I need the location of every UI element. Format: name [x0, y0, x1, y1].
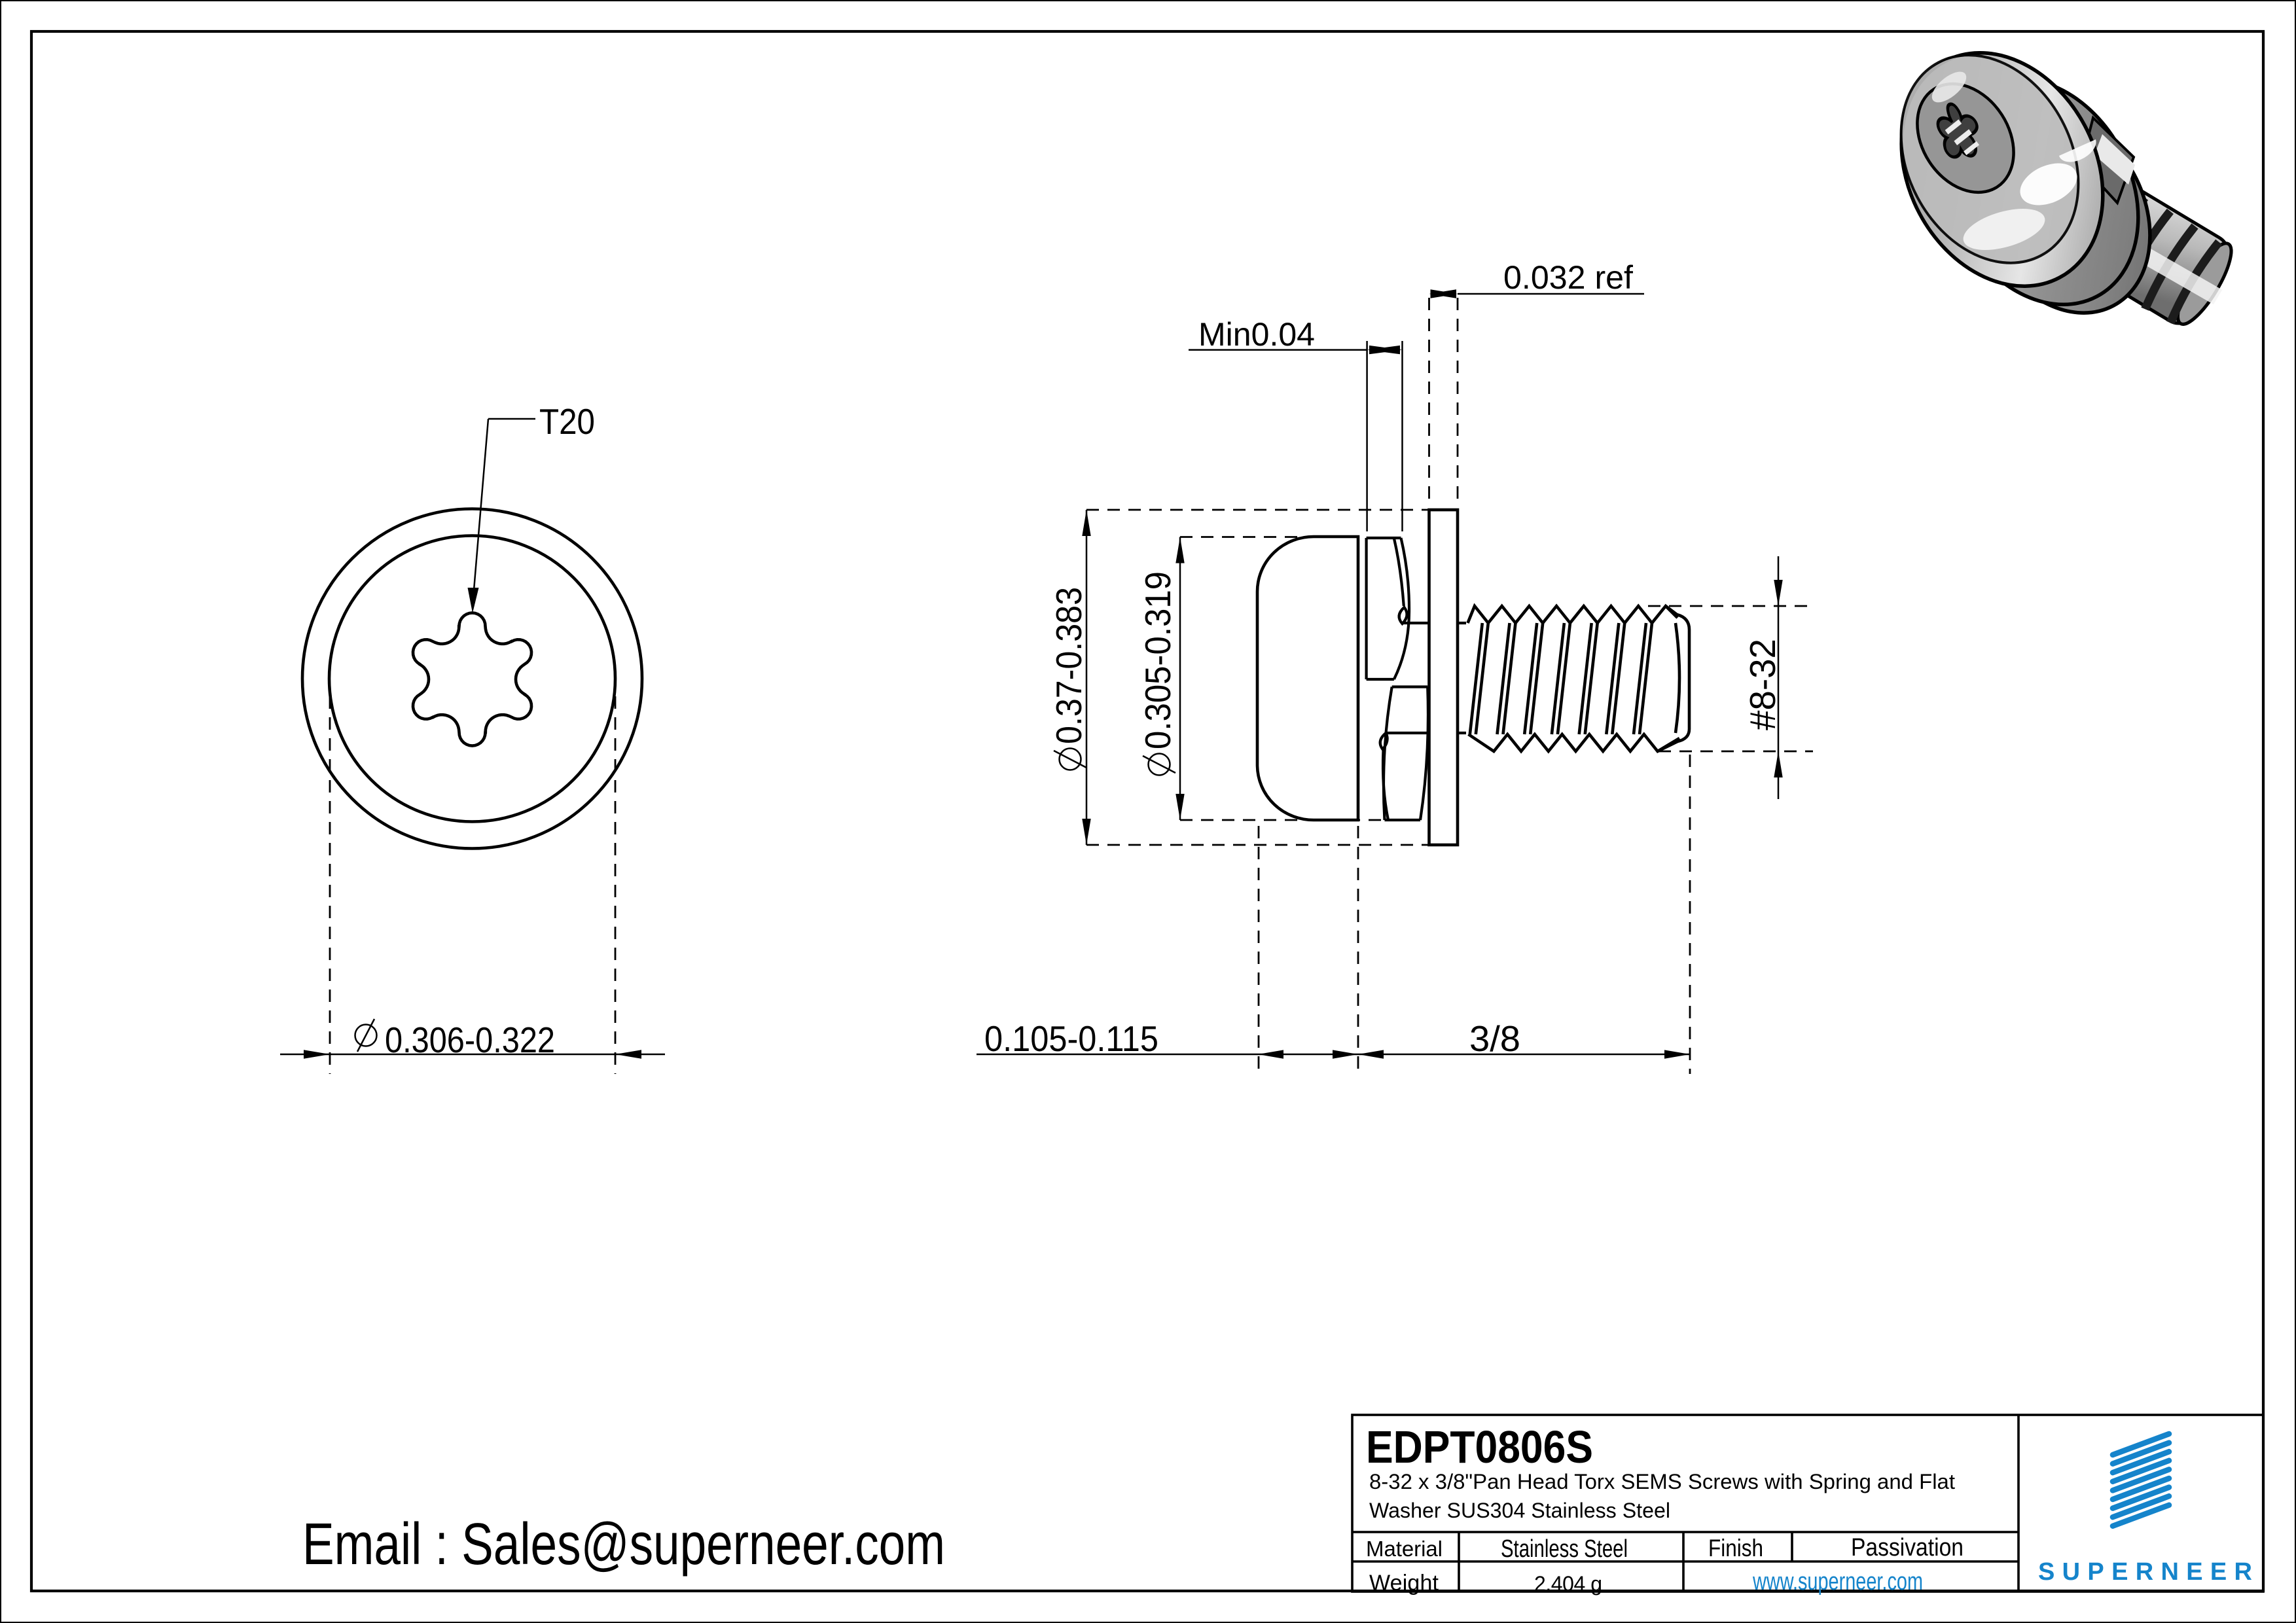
svg-text:0.305-0.319: 0.305-0.319: [1138, 571, 1178, 749]
svg-text:EDPT0806S: EDPT0806S: [1366, 1421, 1593, 1472]
svg-text:www.superneer.com: www.superneer.com: [1752, 1568, 1923, 1596]
svg-text:0.306-0.322: 0.306-0.322: [385, 1020, 555, 1060]
svg-text:2.404 g: 2.404 g: [1534, 1572, 1602, 1596]
svg-text:Finish: Finish: [1708, 1535, 1763, 1561]
svg-text:#8-32: #8-32: [1742, 639, 1783, 730]
svg-text:Stainless Steel: Stainless Steel: [1501, 1535, 1628, 1563]
svg-text:Weight: Weight: [1369, 1571, 1439, 1596]
svg-text:Washer SUS304 Stainless Steel: Washer SUS304 Stainless Steel: [1369, 1499, 1670, 1522]
svg-text:Material: Material: [1366, 1537, 1443, 1561]
svg-text:Email : Sales@superneer.com: Email : Sales@superneer.com: [302, 1512, 945, 1577]
svg-text:0.105-0.115: 0.105-0.115: [984, 1018, 1158, 1059]
svg-text:0.032 ref: 0.032 ref: [1503, 259, 1633, 296]
svg-text:0.37-0.383: 0.37-0.383: [1049, 587, 1089, 744]
svg-text:SUPERNEER: SUPERNEER: [2038, 1558, 2252, 1586]
svg-text:Passivation: Passivation: [1851, 1534, 1964, 1561]
svg-text:T20: T20: [539, 401, 595, 442]
svg-text:8-32 x 3/8"Pan Head Torx SEMS: 8-32 x 3/8"Pan Head Torx SEMS Screws wit…: [1369, 1470, 1955, 1493]
svg-text:3/8: 3/8: [1469, 1018, 1520, 1059]
svg-text:Min0.04: Min0.04: [1198, 316, 1315, 353]
